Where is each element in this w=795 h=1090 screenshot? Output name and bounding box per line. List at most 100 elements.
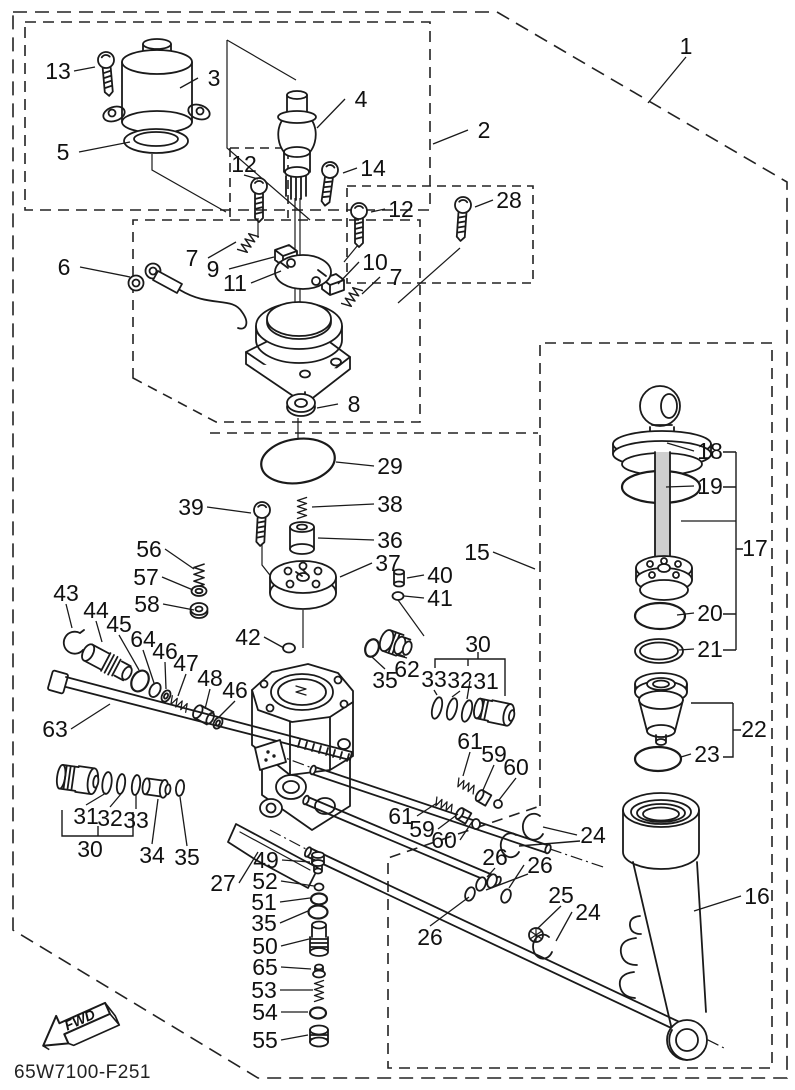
callout-36: 36 <box>377 527 403 553</box>
leader-25 <box>536 905 562 930</box>
leader-59 <box>482 764 495 791</box>
fwd-arrow: FWD <box>42 1001 121 1051</box>
spring-56 <box>193 563 205 589</box>
leader-46 <box>164 661 167 690</box>
rings-26 <box>464 873 512 904</box>
callout-11: 11 <box>223 270 247 296</box>
bracket-22 <box>691 702 741 758</box>
leader-12 <box>370 208 386 213</box>
leader-9 <box>228 256 275 270</box>
leader-3 <box>179 77 199 89</box>
callout-48: 48 <box>197 665 223 691</box>
valve-65 <box>312 963 326 979</box>
callout-42: 42 <box>235 624 261 650</box>
callout-28: 28 <box>496 187 522 213</box>
grommet-8 <box>286 393 316 417</box>
assembly-borders <box>12 11 788 1079</box>
callout-31: 31 <box>473 668 499 694</box>
callout-56: 56 <box>136 536 162 562</box>
callout-38: 38 <box>377 491 403 517</box>
leader-59 <box>437 813 459 830</box>
leader-24 <box>555 911 573 942</box>
leader-lines <box>65 56 742 1041</box>
leader-10 <box>337 261 360 285</box>
leader-20 <box>676 612 695 616</box>
callout-46: 46 <box>152 638 178 664</box>
screw-59a <box>474 789 493 807</box>
o-ring-29 <box>260 437 336 485</box>
leader-15 <box>492 551 536 570</box>
ring-32-left <box>115 773 127 795</box>
leader-29 <box>335 461 375 467</box>
callout-9: 9 <box>207 256 220 282</box>
o-ring-35-upper <box>364 638 380 658</box>
fwd-label: FWD <box>62 1006 98 1034</box>
callout-12: 12 <box>231 151 257 177</box>
callout-45: 45 <box>106 611 132 637</box>
callout-33: 33 <box>123 807 149 833</box>
callout-17: 17 <box>742 535 768 561</box>
leader-60 <box>498 777 517 801</box>
valve-50 <box>309 920 329 957</box>
tilt-pin <box>304 846 690 1036</box>
callout-20: 20 <box>697 600 723 626</box>
leader-51 <box>279 897 311 903</box>
brush-spring-left <box>236 230 260 256</box>
o-ring-45 <box>130 669 150 693</box>
callout-6: 6 <box>58 254 71 280</box>
leader-16 <box>693 895 742 912</box>
leader-2 <box>432 129 469 145</box>
callout-60: 60 <box>431 827 457 853</box>
o-ring-51 <box>309 892 329 906</box>
callout-64: 64 <box>130 626 156 652</box>
callout-13: 13 <box>45 58 71 84</box>
leader-44 <box>95 620 103 643</box>
callout-35: 35 <box>251 910 277 936</box>
leader-37 <box>339 562 373 578</box>
leader-65 <box>280 966 312 970</box>
ring-31-left <box>101 771 113 795</box>
leader-14 <box>342 167 358 174</box>
leader-21 <box>678 648 695 651</box>
ring-52 <box>313 882 325 892</box>
screw-12-left <box>250 177 268 223</box>
ring-42 <box>282 642 296 654</box>
leader-64 <box>142 649 155 684</box>
ring-set-right <box>430 696 474 723</box>
screw-59b <box>454 807 473 825</box>
o-ring-35-bottom <box>307 904 329 920</box>
callout-58: 58 <box>134 591 160 617</box>
callout-7: 7 <box>390 264 403 290</box>
screw-39 <box>251 500 272 548</box>
callout-41: 41 <box>427 585 453 611</box>
plug-55 <box>309 1024 329 1048</box>
leader-7 <box>207 241 237 259</box>
callout-30: 30 <box>465 631 491 657</box>
spring-61a <box>454 777 478 795</box>
callout-52: 52 <box>252 868 278 894</box>
clip-24a <box>499 812 544 859</box>
bushing-36 <box>289 521 315 555</box>
callout-34: 34 <box>139 842 165 868</box>
leader-31 <box>466 680 471 700</box>
leader-49 <box>281 859 311 863</box>
callout-44: 44 <box>83 597 109 623</box>
callout-51: 51 <box>251 889 277 915</box>
leader-57 <box>161 576 194 591</box>
leader-19 <box>665 485 695 488</box>
valve-22 <box>634 672 688 746</box>
leader-31 <box>85 792 107 806</box>
valve-rod-b <box>302 794 502 887</box>
leader-32 <box>451 690 461 698</box>
callout-50: 50 <box>252 933 278 959</box>
plug-30-right <box>473 697 516 727</box>
callout-7: 7 <box>186 245 199 271</box>
callout-22: 22 <box>741 716 767 742</box>
ring-41 <box>391 591 405 601</box>
leader-13 <box>73 66 96 72</box>
callout-32: 32 <box>97 805 123 831</box>
pump-body <box>251 663 354 831</box>
o-ring-23 <box>633 745 683 773</box>
pin-40 <box>393 568 405 588</box>
leader-55 <box>280 1034 309 1041</box>
